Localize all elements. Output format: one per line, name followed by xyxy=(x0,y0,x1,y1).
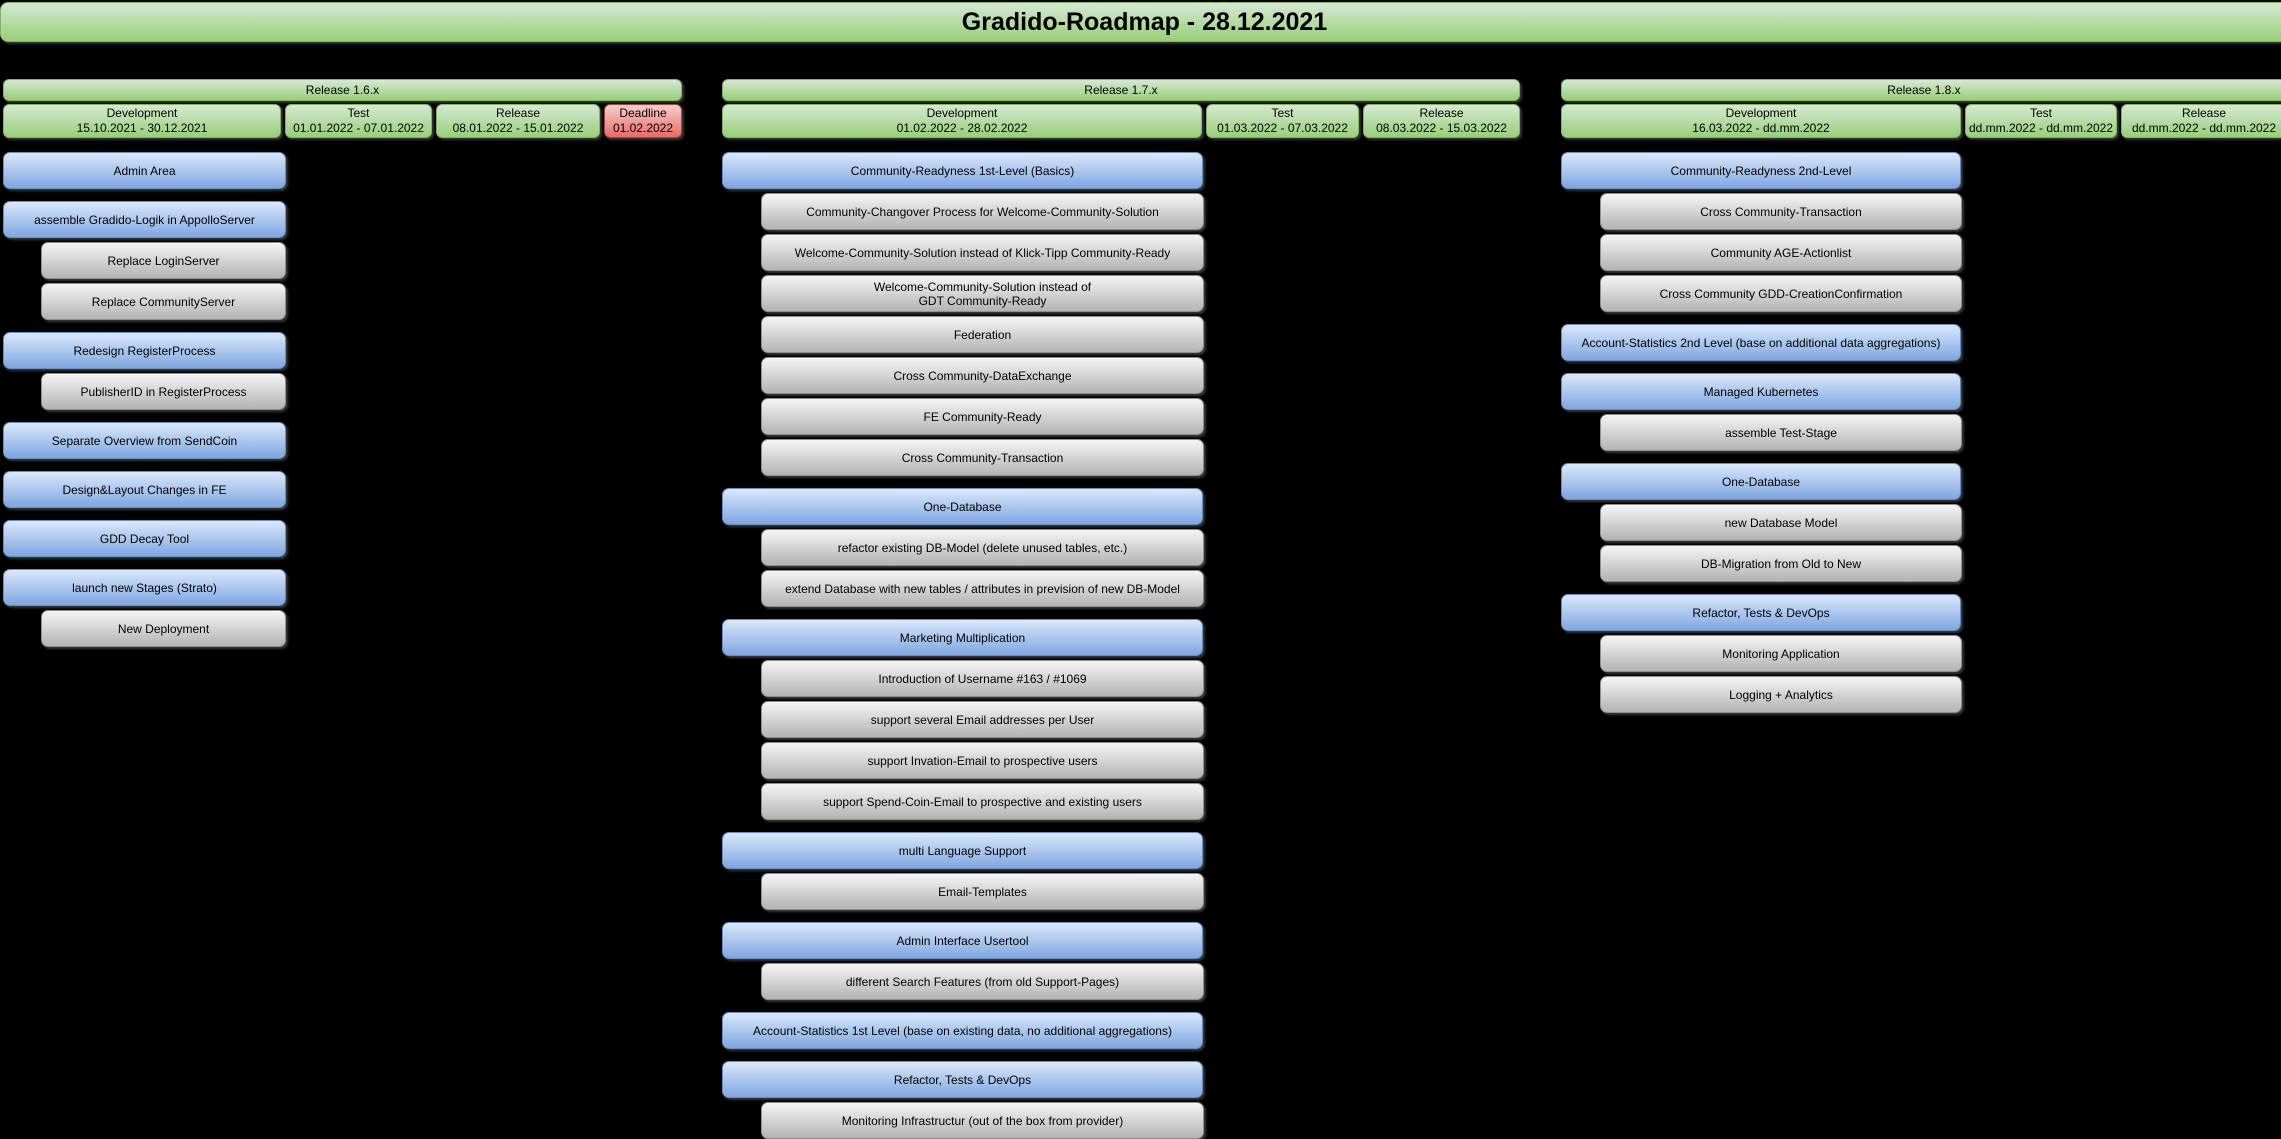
task-box: One-Database xyxy=(1561,463,1961,500)
phase-box-release: Release 08.01.2022 - 15.01.2022 xyxy=(436,104,600,138)
phase-label: Test xyxy=(1271,106,1294,120)
task-box: Design&Layout Changes in FE xyxy=(3,471,286,508)
task-box: Welcome-Community-Solution instead of GD… xyxy=(761,275,1204,312)
task-box: Monitoring Infrastructur (out of the box… xyxy=(761,1102,1204,1139)
task-box: different Search Features (from old Supp… xyxy=(761,963,1204,1000)
release-column-1: Release 1.6.x Development 15.10.2021 - 3… xyxy=(3,79,682,647)
phase-box-test: Test 01.01.2022 - 07.01.2022 xyxy=(285,104,432,138)
task-box: Logging + Analytics xyxy=(1600,676,1962,713)
task-box: Community-Readyness 1st-Level (Basics) xyxy=(722,152,1203,189)
task-box: Introduction of Username #163 / #1069 xyxy=(761,660,1204,697)
phase-dates: 01.02.2022 - 28.02.2022 xyxy=(896,121,1028,135)
phase-label: Development xyxy=(926,106,998,120)
task-box: Managed Kubernetes xyxy=(1561,373,1961,410)
task-box: PublisherID in RegisterProcess xyxy=(41,373,286,410)
task-box: Replace LoginServer xyxy=(41,242,286,279)
task-box: Marketing Multiplication xyxy=(722,619,1203,656)
task-box: assemble Test-Stage xyxy=(1600,414,1962,451)
task-box: Cross Community-Transaction xyxy=(761,439,1204,476)
release-column-3: Release 1.8.x Development 16.03.2022 - d… xyxy=(1561,79,2281,713)
task-box: Monitoring Application xyxy=(1600,635,1962,672)
task-list: Community-Readyness 1st-Level (Basics) C… xyxy=(722,152,1520,1139)
phase-label: Development xyxy=(106,106,178,120)
release-bar: Release 1.7.x xyxy=(722,79,1520,101)
task-box: DB-Migration from Old to New xyxy=(1600,545,1962,582)
phase-dates: dd.mm.2022 - dd.mm.2022 xyxy=(1968,121,2114,135)
phase-label: Release xyxy=(495,106,541,120)
task-box: Redesign RegisterProcess xyxy=(3,332,286,369)
task-box: support Spend-Coin-Email to prospective … xyxy=(761,783,1204,820)
task-box: Welcome-Community-Solution instead of Kl… xyxy=(761,234,1204,271)
task-box: Refactor, Tests & DevOps xyxy=(722,1061,1203,1098)
task-box: multi Language Support xyxy=(722,832,1203,869)
task-box: Admin Area xyxy=(3,152,286,189)
task-box: FE Community-Ready xyxy=(761,398,1204,435)
phase-dates: 01.02.2022 xyxy=(612,121,674,135)
phase-dates: 08.03.2022 - 15.03.2022 xyxy=(1376,121,1507,135)
task-box: New Deployment xyxy=(41,610,286,647)
release-column-2: Release 1.7.x Development 01.02.2022 - 2… xyxy=(722,79,1520,1139)
task-box: Cross Community-Transaction xyxy=(1600,193,1962,230)
phase-dates: 16.03.2022 - dd.mm.2022 xyxy=(1692,121,1830,135)
task-box: launch new Stages (Strato) xyxy=(3,569,286,606)
task-box: Admin Interface Usertool xyxy=(722,922,1203,959)
task-box: Replace CommunityServer xyxy=(41,283,286,320)
task-box: Account-Statistics 1st Level (base on ex… xyxy=(722,1012,1203,1049)
task-list: Community-Readyness 2nd-Level Cross Comm… xyxy=(1561,152,2281,713)
phase-dates: 15.10.2021 - 30.12.2021 xyxy=(76,121,208,135)
task-box: extend Database with new tables / attrib… xyxy=(761,570,1204,607)
phase-row: Development 16.03.2022 - dd.mm.2022 Test… xyxy=(1561,104,2281,138)
release-bar: Release 1.8.x xyxy=(1561,79,2281,101)
phase-box-release: Release 08.03.2022 - 15.03.2022 xyxy=(1363,104,1520,138)
task-box: Community-Changover Process for Welcome-… xyxy=(761,193,1204,230)
phase-label: Development xyxy=(1725,106,1797,120)
task-box: Cross Community GDD-CreationConfirmation xyxy=(1600,275,1962,312)
phase-row: Development 01.02.2022 - 28.02.2022 Test… xyxy=(722,104,1520,138)
phase-label: Test xyxy=(347,106,370,120)
task-box: Email-Templates xyxy=(761,873,1204,910)
task-box: refactor existing DB-Model (delete unuse… xyxy=(761,529,1204,566)
phase-dates: 08.01.2022 - 15.01.2022 xyxy=(452,121,584,135)
task-box: assemble Gradido-Logik in AppolloServer xyxy=(3,201,286,238)
phase-box-development: Development 01.02.2022 - 28.02.2022 xyxy=(722,104,1202,138)
task-box: Community-Readyness 2nd-Level xyxy=(1561,152,1961,189)
task-box: support several Email addresses per User xyxy=(761,701,1204,738)
task-box: Community AGE-Actionlist xyxy=(1600,234,1962,271)
phase-label: Release xyxy=(2181,106,2227,120)
task-box: One-Database xyxy=(722,488,1203,525)
phase-box-test: Test 01.03.2022 - 07.03.2022 xyxy=(1206,104,1359,138)
phase-label: Deadline xyxy=(619,106,667,120)
phase-box-development: Development 16.03.2022 - dd.mm.2022 xyxy=(1561,104,1961,138)
task-box: new Database Model xyxy=(1600,504,1962,541)
phase-box-test: Test dd.mm.2022 - dd.mm.2022 xyxy=(1965,104,2117,138)
task-list: Admin Area assemble Gradido-Logik in App… xyxy=(3,152,682,647)
task-box: Federation xyxy=(761,316,1204,353)
roadmap-title: Gradido-Roadmap - 28.12.2021 xyxy=(0,2,2281,42)
task-box: Account-Statistics 2nd Level (base on ad… xyxy=(1561,324,1961,361)
task-box: support Invation-Email to prospective us… xyxy=(761,742,1204,779)
phase-row: Development 15.10.2021 - 30.12.2021 Test… xyxy=(3,104,682,138)
phase-box-deadline: Deadline 01.02.2022 xyxy=(604,104,682,138)
phase-dates: 01.03.2022 - 07.03.2022 xyxy=(1217,121,1348,135)
phase-label: Test xyxy=(2029,106,2052,120)
phase-box-release: Release dd.mm.2022 - dd.mm.2022 xyxy=(2121,104,2281,138)
task-box: Separate Overview from SendCoin xyxy=(3,422,286,459)
phase-label: Release xyxy=(1419,106,1464,120)
phase-box-development: Development 15.10.2021 - 30.12.2021 xyxy=(3,104,281,138)
phase-dates: 01.01.2022 - 07.01.2022 xyxy=(293,121,424,135)
task-box: Refactor, Tests & DevOps xyxy=(1561,594,1961,631)
task-box: Cross Community-DataExchange xyxy=(761,357,1204,394)
phase-dates: dd.mm.2022 - dd.mm.2022 xyxy=(2131,121,2277,135)
task-box: GDD Decay Tool xyxy=(3,520,286,557)
release-bar: Release 1.6.x xyxy=(3,79,682,101)
